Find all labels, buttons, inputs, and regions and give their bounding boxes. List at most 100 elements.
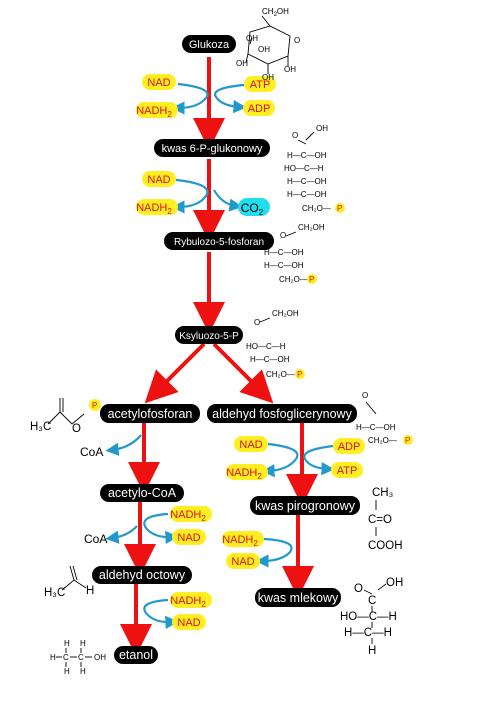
- svg-text:OH: OH: [246, 34, 258, 43]
- cofactor-nad-1: NAD: [142, 74, 176, 90]
- svg-text:OH: OH: [386, 577, 403, 589]
- svg-text:NAD: NAD: [147, 77, 170, 89]
- cofactor-nadh2-pyr: NADH2: [222, 531, 264, 548]
- svg-text:HO—C—H: HO—C—H: [246, 342, 286, 351]
- svg-text:H: H: [50, 653, 56, 662]
- node-aldehyd-fosfo-label: aldehyd fosfoglicerynowy: [212, 407, 352, 421]
- svg-text:H: H: [80, 639, 86, 648]
- svg-text:NADH2: NADH2: [170, 595, 206, 609]
- svg-text:H: H: [64, 667, 70, 676]
- svg-text:OH: OH: [262, 73, 274, 82]
- cofactor-nad-ald: NAD: [172, 614, 206, 630]
- node-etanol-label: etanol: [119, 648, 153, 662]
- node-aldehyd-fosfoglicerynowy: aldehyd fosfoglicerynowy: [207, 404, 357, 423]
- svg-text:C: C: [63, 653, 69, 662]
- svg-text:HO—C—H: HO—C—H: [284, 164, 324, 173]
- arrow-nadh-to-nad-acoa: [143, 512, 179, 544]
- node-mlekowy-label: kwas mlekowy: [258, 591, 339, 605]
- node-acetylocoa-label: acetylo-CoA: [108, 486, 177, 500]
- svg-text:NAD: NAD: [177, 617, 200, 629]
- svg-text:O: O: [280, 231, 286, 240]
- svg-text:C: C: [78, 653, 84, 662]
- arrow-ksyluozo-to-aldehyd-fosfo: [212, 342, 274, 404]
- svg-text:CO2: CO2: [241, 201, 264, 217]
- svg-text:NAD: NAD: [147, 174, 170, 186]
- svg-text:H₃C: H₃C: [44, 587, 65, 599]
- node-acetylofosforan-label: acetylofosforan: [108, 407, 193, 421]
- svg-text:CH₂O—: CH₂O—: [302, 204, 331, 213]
- svg-text:CH₂O—: CH₂O—: [368, 436, 397, 445]
- node-etanol: etanol: [114, 646, 158, 664]
- arrow-coa-2: [105, 525, 138, 544]
- svg-text:ATP: ATP: [250, 79, 271, 91]
- svg-text:H: H: [368, 645, 376, 657]
- node-glukonowy-label: kwas 6-P-glukonowy: [162, 143, 263, 155]
- svg-text:H: H: [86, 585, 94, 597]
- node-aldehyd-octowy-label: aldehyd octowy: [99, 568, 186, 582]
- cofactor-arrows: [105, 82, 335, 629]
- cofactor-nadh2-gly: NADH2: [226, 464, 268, 481]
- node-aldehyd-octowy: aldehyd octowy: [92, 566, 192, 584]
- node-kwas-6-p-glukonowy: kwas 6-P-glukonowy: [154, 139, 270, 157]
- cofactor-coa-1: CoA: [80, 445, 103, 459]
- svg-text:P: P: [309, 275, 314, 284]
- svg-text:P: P: [337, 204, 342, 213]
- cofactor-coa-2: CoA: [84, 532, 107, 546]
- svg-text:CH₂OH: CH₂OH: [272, 309, 299, 318]
- node-acetylo-coa: acetylo-CoA: [100, 484, 184, 502]
- svg-text:P: P: [405, 436, 410, 445]
- cofactor-adp-gly: ADP: [333, 438, 365, 454]
- svg-text:H₃C: H₃C: [30, 421, 51, 433]
- svg-text:CH₂OH: CH₂OH: [298, 223, 325, 232]
- svg-text:CH₂O—: CH₂O—: [279, 275, 308, 284]
- svg-text:NADH2: NADH2: [170, 509, 206, 523]
- svg-text:H—C—OH: H—C—OH: [250, 355, 290, 364]
- svg-text:ADP: ADP: [338, 441, 361, 453]
- arrow-adp-to-atp-gly: [303, 444, 335, 476]
- svg-text:P: P: [297, 370, 302, 379]
- arrow-atp-to-adp-1: [214, 83, 247, 114]
- svg-text:NADH2: NADH2: [136, 105, 172, 119]
- svg-text:H—C—OH: H—C—OH: [287, 151, 327, 160]
- cofactor-nadh2-ald: NADH2: [170, 592, 212, 609]
- svg-text:ADP: ADP: [248, 103, 271, 115]
- svg-text:NADH2: NADH2: [222, 534, 258, 548]
- svg-text:H—C—OH: H—C—OH: [264, 248, 304, 257]
- svg-text:ATP: ATP: [337, 465, 358, 477]
- svg-text:C=O: C=O: [368, 514, 392, 526]
- svg-text:CH₂O—: CH₂O—: [266, 370, 295, 379]
- arrow-nad-to-nadh-2: [171, 178, 209, 214]
- svg-text:CH₃: CH₃: [372, 487, 394, 499]
- svg-text:P: P: [92, 401, 97, 410]
- cofactor-atp-1: ATP: [244, 76, 276, 92]
- structure-gluconate: O OH H—C—OH HO—C—H H—C—OH H—C—OH CH₂O— P: [284, 124, 345, 213]
- svg-text:OH: OH: [284, 65, 296, 74]
- structure-ethanol: H H H C C OH H H: [50, 639, 106, 676]
- cofactor-nad-acoa: NAD: [172, 529, 206, 545]
- svg-text:H—C—OH: H—C—OH: [287, 177, 327, 186]
- node-glukoza: Glukoza: [182, 35, 236, 53]
- svg-text:NAD: NAD: [177, 532, 200, 544]
- main-flow-arrows: [120, 57, 318, 656]
- svg-text:O: O: [354, 583, 363, 595]
- structure-glucose: CH2OH O OH OH OH OH OH: [236, 7, 300, 82]
- svg-text:NAD: NAD: [239, 439, 262, 451]
- svg-text:OH: OH: [236, 59, 248, 68]
- structure-acetaldehyde: H₃C H: [44, 565, 94, 599]
- cofactor-nadh2-acoa: NADH2: [170, 506, 212, 523]
- svg-text:O: O: [292, 131, 298, 140]
- structure-ribulose: O CH₂OH H—C—OH H—C—OH CH₂O— P: [264, 223, 325, 284]
- node-kwas-mlekowy: kwas mlekowy: [255, 588, 341, 607]
- svg-text:H—C—H: H—C—H: [344, 627, 392, 639]
- svg-text:OH: OH: [94, 653, 106, 662]
- node-ksyluozo-label: Ksyluozo-5-P: [179, 331, 239, 342]
- cofactor-atp-gly: ATP: [331, 462, 363, 478]
- node-ksyluozo-5-p: Ksyluozo-5-P: [175, 326, 243, 344]
- cofactor-co2: CO2: [238, 198, 270, 217]
- svg-text:O: O: [362, 391, 368, 400]
- svg-text:O: O: [254, 318, 260, 327]
- structure-lactate: O OH C HO—C—H H—C—H H: [340, 577, 403, 657]
- cofactor-nad-pyr: NAD: [226, 553, 260, 569]
- svg-text:NADH2: NADH2: [226, 467, 262, 481]
